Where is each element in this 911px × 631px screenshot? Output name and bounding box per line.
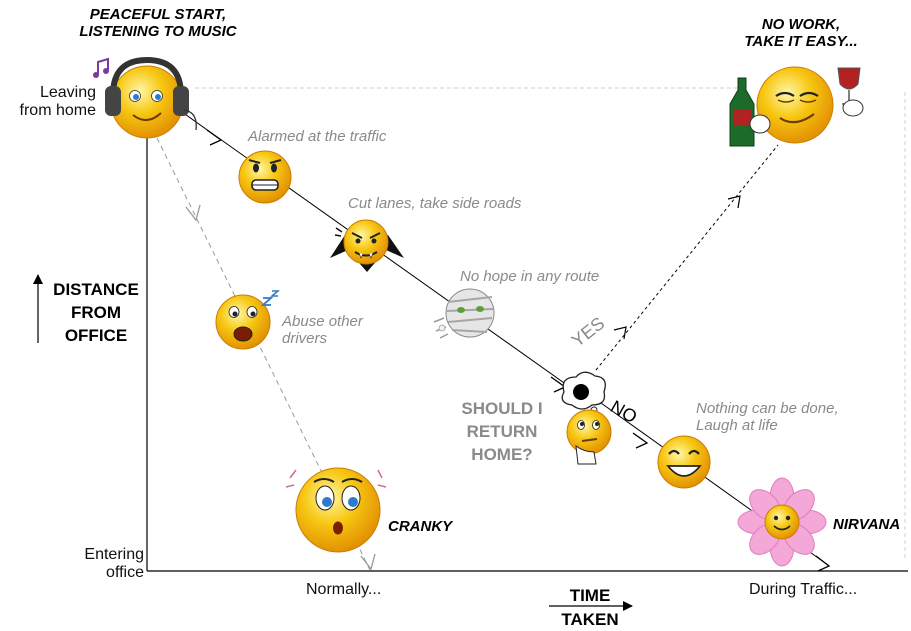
music-smiley-icon bbox=[93, 56, 197, 139]
decision-question: SHOULD I RETURN HOME? bbox=[461, 399, 543, 464]
laughing-smiley-icon bbox=[657, 435, 711, 489]
top-right-caption: NO WORK, TAKE IT EASY... bbox=[744, 16, 858, 51]
path-arrow-4 bbox=[815, 555, 831, 572]
mummy-smiley-icon bbox=[433, 288, 495, 339]
flower-smiley-icon bbox=[737, 477, 827, 567]
outcome-nirvana: NIRVANA bbox=[833, 516, 901, 533]
y-axis-end-label: Entering office bbox=[84, 546, 144, 582]
normal-path-arrow-1 bbox=[185, 204, 201, 222]
annotation-cut-lanes: Cut lanes, take side roads bbox=[348, 195, 522, 212]
annotation-alarmed: Alarmed at the traffic bbox=[248, 128, 387, 145]
path-arrow-3 bbox=[632, 432, 649, 449]
annotation-abuse: Abuse other drivers bbox=[282, 313, 363, 348]
shocked-smiley-icon bbox=[285, 467, 387, 553]
vampire-smiley-icon bbox=[330, 219, 404, 272]
top-left-caption: PEACEFUL START, LISTENING TO MUSIC bbox=[79, 6, 237, 41]
alarmed-smiley-icon bbox=[238, 150, 292, 204]
thinking-smiley-icon bbox=[566, 409, 612, 465]
annotation-no-hope: No hope in any route bbox=[460, 268, 600, 285]
return-path-arrow-2 bbox=[613, 326, 627, 340]
relaxed-smiley-icon bbox=[729, 66, 864, 147]
normal-path-arrow-2 bbox=[360, 553, 376, 571]
y-axis-start-label: Leaving from home bbox=[19, 84, 96, 120]
x-axis-traffic-label: During Traffic... bbox=[749, 581, 858, 598]
return-path-arrow-1 bbox=[727, 195, 741, 209]
path-arrow-1 bbox=[206, 129, 223, 146]
outcome-cranky: CRANKY bbox=[388, 518, 453, 535]
thought-bubble-icon bbox=[561, 371, 606, 414]
angry-smiley-icon bbox=[215, 290, 281, 350]
annotation-nothing: Nothing can be done, Laugh at life bbox=[696, 400, 839, 435]
x-axis-title: TIME TAKEN bbox=[561, 586, 619, 630]
x-axis-normal-label: Normally... bbox=[306, 581, 382, 598]
return-path-line bbox=[595, 144, 779, 371]
y-axis-title: DISTANCE FROM OFFICE bbox=[53, 280, 139, 345]
